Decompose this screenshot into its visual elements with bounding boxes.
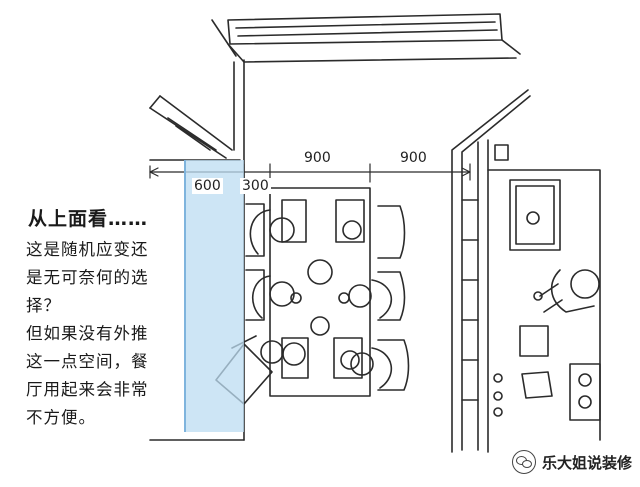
ceiling-beam [211, 13, 521, 63]
caption-heading: 从上面看…… [28, 208, 149, 230]
caption-line-1: 这是随机应变还 [26, 240, 149, 259]
watermark: 乐大姐说装修 [512, 450, 632, 474]
dimension-900-table: 900 [302, 150, 333, 166]
pushed-out-area-highlight [184, 160, 244, 432]
dimension-900-aisle: 900 [398, 150, 429, 166]
left-diners [215, 203, 295, 405]
right-diners [348, 205, 410, 391]
kitchen-counter [451, 89, 601, 453]
wechat-icon [512, 450, 536, 474]
watermark-text: 乐大姐说装修 [542, 453, 633, 472]
caption-line-6: 厅用起来会非常 [26, 380, 149, 399]
caption-line-5: 这一点空间，餐 [26, 352, 149, 371]
caption-line-7: 不方便。 [26, 408, 96, 427]
cook-figure [533, 269, 600, 313]
dimension-600: 600 [192, 178, 223, 194]
highlight-edge [184, 160, 186, 432]
caption-line-2: 是无可奈何的选 [26, 268, 149, 287]
dimension-300: 300 [240, 178, 271, 194]
caption-line-4: 但如果没有外推 [26, 324, 149, 343]
caption-line-3: 择？ [26, 296, 61, 315]
